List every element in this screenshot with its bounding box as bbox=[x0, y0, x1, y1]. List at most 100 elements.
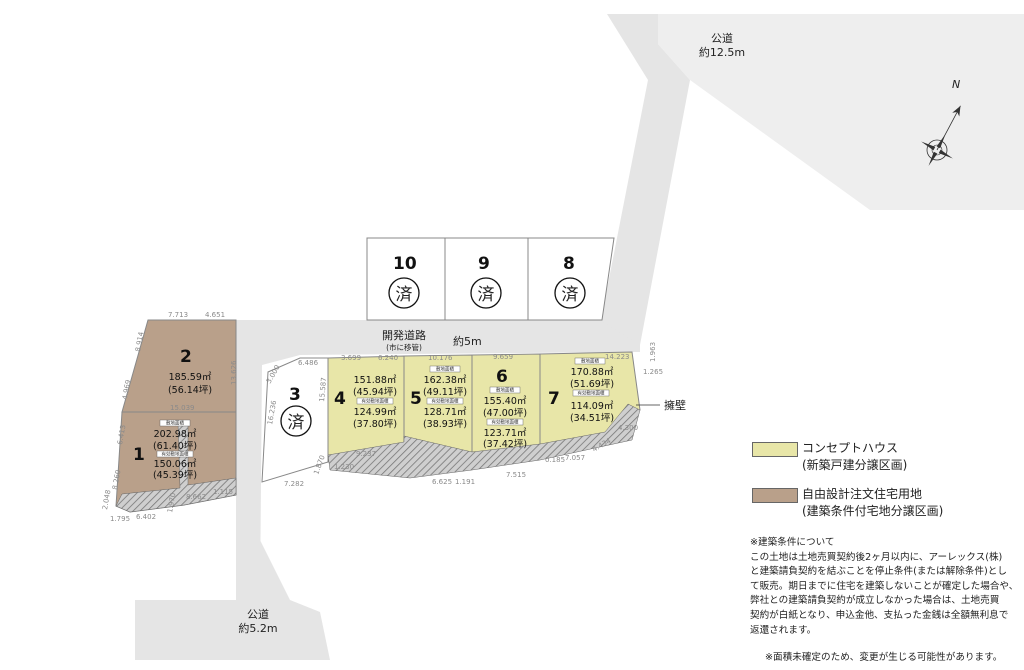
lot-5-tag-effective: 有効敷地面積 bbox=[432, 398, 459, 405]
dim-label: 15.039 bbox=[170, 404, 195, 412]
road-bottom-width: 約5.2m bbox=[238, 621, 277, 635]
dim-label: 7.057 bbox=[565, 454, 585, 462]
lot-1-area-effective: 150.06㎡ bbox=[154, 459, 197, 470]
lot-10-number: 10 bbox=[393, 254, 417, 274]
lot-6-tsubo: (47.00坪) bbox=[483, 407, 527, 419]
lot-1-tag-site: 敷地面積 bbox=[166, 420, 184, 427]
building-conditions-note: ※建築条件について この土地は土地売買契約後2ヶ月以内に、アーレックス(株) と… bbox=[750, 536, 1022, 638]
dim-label: 3.699 bbox=[341, 354, 361, 362]
lot-8-number: 8 bbox=[563, 254, 575, 274]
note-line: 契約が白紙となり、申込金他、支払った金銭は全額無利息で bbox=[750, 609, 1009, 621]
lot-7-tag-site: 敷地面積 bbox=[581, 358, 599, 365]
dim-label: 8.914 bbox=[134, 331, 145, 353]
dim-label: 1.265 bbox=[643, 368, 663, 376]
note-line: 返還されます。 bbox=[750, 624, 817, 636]
legend-concept-title: コンセプトハウス bbox=[802, 441, 899, 455]
lot-6-area-effective: 123.71㎡ bbox=[484, 428, 527, 439]
lot-10-sold-mark: 済 bbox=[388, 277, 420, 309]
note-line: 弊社との建築請負契約が成立しなかった場合は、土地売買 bbox=[750, 595, 1000, 607]
svg-text:済: 済 bbox=[288, 413, 305, 433]
lots-retaining bbox=[327, 403, 641, 479]
dim-label: 6.413 bbox=[116, 424, 127, 445]
road-dev bbox=[148, 320, 640, 600]
svg-text:済: 済 bbox=[478, 285, 495, 305]
retaining-wall-label: 擁壁 bbox=[664, 398, 686, 412]
road-top-sidewalk bbox=[645, 14, 1024, 210]
lot-5-tsubo: (49.11坪) bbox=[423, 386, 467, 398]
note-line: と建築請負契約を結ぶことを停止条件(または解除条件)とし bbox=[750, 566, 1007, 578]
lot-3-number: 3 bbox=[289, 385, 301, 405]
dim-label: 8.260 bbox=[111, 469, 122, 490]
lot-6-tag-effective: 有効敷地面積 bbox=[492, 419, 519, 426]
lot-5-number: 5 bbox=[410, 389, 422, 409]
svg-text:済: 済 bbox=[562, 285, 579, 305]
road-top-name: 公道 bbox=[711, 31, 733, 45]
note-title: ※建築条件について bbox=[750, 537, 835, 548]
dim-label: 14.223 bbox=[605, 353, 630, 361]
dim-label: 1.230 bbox=[334, 463, 354, 471]
dev-road-note: (市に移管) bbox=[386, 342, 422, 352]
lot-1-tsubo: (61.40坪) bbox=[153, 440, 197, 452]
dim-label: 2.048 bbox=[101, 489, 112, 510]
lot-6-number: 6 bbox=[496, 367, 508, 387]
dim-label: 7.713 bbox=[168, 311, 188, 319]
lot-7-area-effective: 114.09㎡ bbox=[571, 401, 614, 412]
dim-label: 4.969 bbox=[121, 379, 132, 400]
lot-5-tsubo-effective: (38.93坪) bbox=[423, 418, 467, 430]
road-bottom bbox=[135, 540, 330, 660]
lot-9-sold-mark: 済 bbox=[470, 277, 502, 309]
lot-4-tsubo-effective: (37.80坪) bbox=[353, 418, 397, 430]
dev-road-name: 開発道路 bbox=[382, 328, 426, 342]
legend-concept-label: コンセプトハウス (新築戸建分譲区画) bbox=[802, 440, 907, 474]
dim-label: 6.625 bbox=[432, 478, 452, 486]
road-bottom-name: 公道 bbox=[247, 607, 269, 621]
dim-label: 9.659 bbox=[493, 353, 513, 361]
lot-6-tag-site: 敷地面積 bbox=[496, 387, 514, 394]
lot-7-tag-effective: 有効敷地面積 bbox=[578, 390, 605, 397]
lot-1-tag-effective: 有効敷地面積 bbox=[162, 451, 189, 458]
lot-1-number: 1 bbox=[133, 445, 145, 465]
lot-9-number: 9 bbox=[478, 254, 490, 274]
lot-2-tsubo: (56.14坪) bbox=[168, 384, 212, 396]
lot-1-area: 202.98㎡ bbox=[154, 429, 197, 440]
note-line: て販売。期日までに住宅を建築しないことが確定した場合や、 bbox=[750, 580, 1019, 592]
lot-2-number: 2 bbox=[180, 347, 192, 367]
dim-label: 9.237 bbox=[356, 450, 376, 458]
lot-1-tsubo-effective: (45.39坪) bbox=[153, 469, 197, 481]
road-top bbox=[596, 14, 690, 345]
legend-concept-swatch bbox=[752, 442, 798, 457]
lot-4-number: 4 bbox=[334, 389, 346, 409]
dim-label: 6.402 bbox=[136, 513, 156, 521]
dim-label: 0.185 bbox=[545, 456, 565, 464]
legend-free-sub: (建築条件付宅地分譲区画) bbox=[802, 504, 944, 518]
dim-label: 6.240 bbox=[378, 354, 398, 362]
svg-text:済: 済 bbox=[396, 285, 413, 305]
dim-label: 1.970 bbox=[166, 492, 177, 513]
dim-label: 1.795 bbox=[110, 515, 130, 523]
lot-7-area: 170.88㎡ bbox=[571, 367, 614, 378]
lot-5-tag-site: 敷地面積 bbox=[436, 366, 454, 373]
lot-1-retaining bbox=[115, 422, 237, 513]
lot-7-number: 7 bbox=[548, 389, 560, 409]
legend-free-label: 自由設計注文住宅用地 (建築条件付宅地分譲区画) bbox=[802, 486, 943, 520]
road-top-width: 約12.5m bbox=[699, 45, 745, 59]
legend-free-swatch bbox=[752, 488, 798, 503]
lot-5-area-effective: 128.71㎡ bbox=[424, 407, 467, 418]
dim-label: 4.651 bbox=[205, 311, 225, 319]
dim-label: 6.486 bbox=[298, 359, 319, 367]
lot-5-area: 162.38㎡ bbox=[424, 375, 467, 386]
dim-label: 8.662 bbox=[186, 493, 206, 501]
lot-4-area-effective: 124.99㎡ bbox=[354, 407, 397, 418]
legend-concept-sub: (新築戸建分譲区画) bbox=[802, 458, 908, 472]
lot-4-tsubo: (45.94坪) bbox=[353, 386, 397, 398]
lot-2-area: 185.59㎡ bbox=[169, 372, 212, 383]
compass-n-label: N bbox=[952, 78, 960, 91]
lot-4-tag-effective: 有効敷地面積 bbox=[362, 398, 389, 405]
dim-label: 15.587 bbox=[318, 377, 328, 402]
dim-label: 7.282 bbox=[284, 480, 304, 488]
dim-label: 1.191 bbox=[455, 478, 475, 486]
lot-3-sold-mark: 済 bbox=[280, 405, 312, 437]
lot-8-sold-mark: 済 bbox=[554, 277, 586, 309]
area-footnote: ※面積未確定のため、変更が生じる可能性があります。 bbox=[765, 652, 1003, 663]
